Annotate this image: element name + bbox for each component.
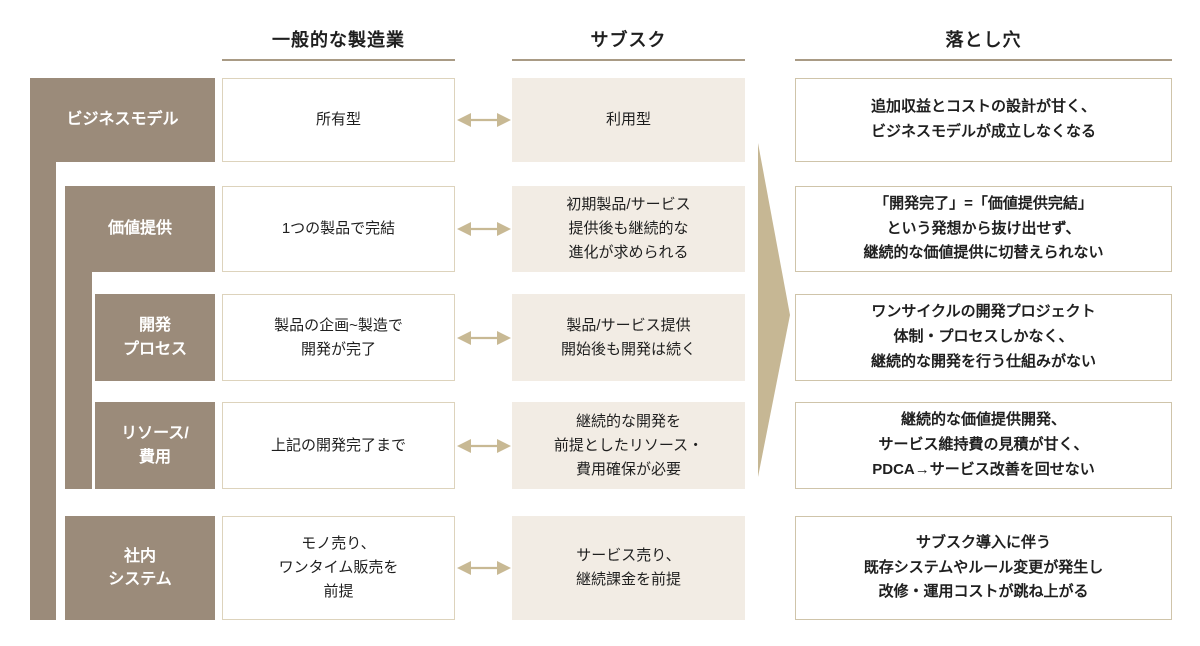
big-right-arrow-icon bbox=[758, 143, 790, 477]
hierarchy-bar-level1 bbox=[30, 162, 56, 620]
subscription-box-resources-cost: 継続的な開発を 前提としたリソース・ 費用確保が必要 bbox=[512, 402, 745, 489]
pitfall-box-internal-systems: サブスク導入に伴う 既存システムやルール変更が発生し 改修・運用コストが跳ね上が… bbox=[795, 516, 1172, 620]
row-label-business-model: ビジネスモデル bbox=[30, 78, 215, 162]
bidirectional-arrow-icon bbox=[457, 113, 511, 127]
bidirectional-arrow-icon bbox=[457, 331, 511, 345]
row-label-resources-cost: リソース/ 費用 bbox=[95, 402, 215, 489]
header-underline-subscription bbox=[512, 59, 745, 61]
subscription-box-business-model: 利用型 bbox=[512, 78, 745, 162]
column-header-manufacturing: 一般的な製造業 bbox=[272, 30, 405, 50]
bidirectional-arrow-icon bbox=[457, 561, 511, 575]
subscription-box-internal-systems: サービス売り、 継続課金を前提 bbox=[512, 516, 745, 620]
subscription-box-development-process: 製品/サービス提供 開始後も開発は続く bbox=[512, 294, 745, 381]
header-underline-pitfall bbox=[795, 59, 1172, 61]
column-header-subscription: サブスク bbox=[590, 30, 667, 50]
manufacturing-box-value-delivery: 1つの製品で完結 bbox=[222, 186, 455, 272]
manufacturing-box-internal-systems: モノ売り、 ワンタイム販売を 前提 bbox=[222, 516, 455, 620]
bidirectional-arrow-icon bbox=[457, 222, 511, 236]
row-label-internal-systems: 社内 システム bbox=[65, 516, 215, 620]
header-underline-manufacturing bbox=[222, 59, 455, 61]
row-label-value-delivery: 価値提供 bbox=[65, 186, 215, 272]
hierarchy-bar-level2 bbox=[65, 272, 92, 489]
subscription-box-value-delivery: 初期製品/サービス 提供後も継続的な 進化が求められる bbox=[512, 186, 745, 272]
manufacturing-box-business-model: 所有型 bbox=[222, 78, 455, 162]
pitfall-box-value-delivery: 「開発完了」=「価値提供完結」 という発想から抜け出せず、 継続的な価値提供に切… bbox=[795, 186, 1172, 272]
column-header-pitfall: 落とし穴 bbox=[945, 30, 1022, 50]
manufacturing-box-development-process: 製品の企画~製造で 開発が完了 bbox=[222, 294, 455, 381]
manufacturing-box-resources-cost: 上記の開発完了まで bbox=[222, 402, 455, 489]
row-label-development-process: 開発 プロセス bbox=[95, 294, 215, 381]
pitfall-box-resources-cost: 継続的な価値提供開発、 サービス維持費の見積が甘く、 PDCA→サービス改善を回… bbox=[795, 402, 1172, 489]
bidirectional-arrow-icon bbox=[457, 439, 511, 453]
pitfall-box-development-process: ワンサイクルの開発プロジェクト 体制・プロセスしかなく、 継続的な開発を行う仕組… bbox=[795, 294, 1172, 381]
pitfall-box-business-model: 追加収益とコストの設計が甘く、 ビジネスモデルが成立しなくなる bbox=[795, 78, 1172, 162]
